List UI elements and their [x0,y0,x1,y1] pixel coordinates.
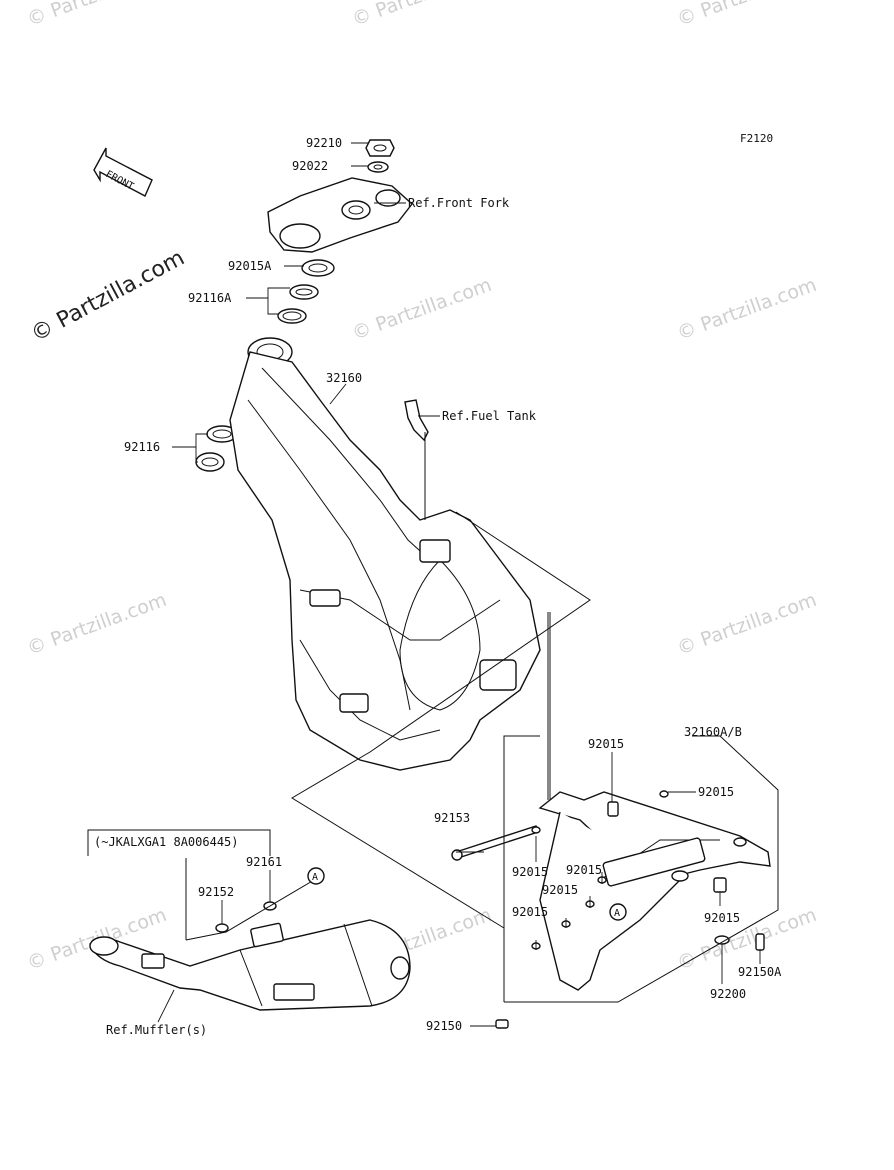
main-frame-icon [229,337,541,771]
upper-bearing-icon [289,284,319,300]
bolt-icon [713,877,727,893]
part-labels: 92210 92022 Ref.Front Fork 92015A 92116A… [94,136,782,1037]
part-label-92015a: 92015A [228,259,272,273]
serial-note: (~JKALXGA1 8A006445) [94,835,239,849]
sub-frame-icon [538,791,771,991]
callout-a-marker: A [609,903,627,921]
watermark: © Partzilla.com [349,274,494,345]
part-label-92153: 92153 [434,811,470,825]
part-label-92161: 92161 [246,855,282,869]
leader-lines [157,142,761,1027]
fuel-tank-bracket-icon [404,399,429,442]
part-label-92015: 92015 [566,863,602,877]
part-label-92150a: 92150A [738,965,782,979]
callout-a-marker: A [307,867,325,885]
part-label-92152: 92152 [198,885,234,899]
bolt-icon [451,849,463,861]
part-label-92015: 92015 [698,785,734,799]
washer-icon [714,935,730,945]
callout-a-text: A [614,908,620,919]
bolt-icon [607,801,619,817]
watermark: © Partzilla.com [24,589,169,660]
part-label-92015: 92015 [704,911,740,925]
part-label-92150: 92150 [426,1019,462,1033]
watermark: © Partzilla.com [349,0,494,31]
part-label-92116a: 92116A [188,291,232,305]
washer-icon [367,161,389,173]
muffler-gasket-icon [215,923,229,933]
part-label-92200: 92200 [710,987,746,1001]
bolt-icon [659,790,669,798]
callout-a-text: A [312,872,318,883]
part-label-92015: 92015 [542,883,578,897]
ref-front-fork-label: Ref.Front Fork [408,196,510,210]
reference-lines [87,432,779,1003]
ref-muffler-label: Ref.Muffler(s) [106,1023,207,1037]
bolt-icon [531,826,541,834]
bolt-icon [495,1019,509,1029]
upper-triple-clamp-icon [267,177,413,253]
stem-seal-icon [301,259,335,277]
part-label-92015: 92015 [512,905,548,919]
watermark: © Partzilla.com [24,0,169,31]
part-label-32160ab: 32160A/B [684,725,742,739]
bolt-icon [455,825,539,859]
part-label-92116: 92116 [124,440,160,454]
front-arrow-icon: FRONT [93,147,153,197]
watermark-main: © Partzilla.com [27,246,189,348]
bolt-icons [451,790,765,1029]
part-label-32160: 32160 [326,371,362,385]
upper-race-icon [277,308,307,324]
watermark: © Partzilla.com [674,274,819,345]
steering-stem-nut-icon [365,139,395,157]
lower-bearing-icon [195,452,225,472]
bolt-icon [755,933,765,951]
watermark: © Partzilla.com [674,589,819,660]
part-label-92015: 92015 [588,737,624,751]
ref-fuel-tank-label: Ref.Fuel Tank [442,409,537,423]
part-label-92210: 92210 [306,136,342,150]
diagram-code: F2120 [740,132,773,145]
part-label-92015: 92015 [512,865,548,879]
watermark: © Partzilla.com [674,0,819,31]
part-label-92022: 92022 [292,159,328,173]
muffler-icon [89,919,411,1011]
